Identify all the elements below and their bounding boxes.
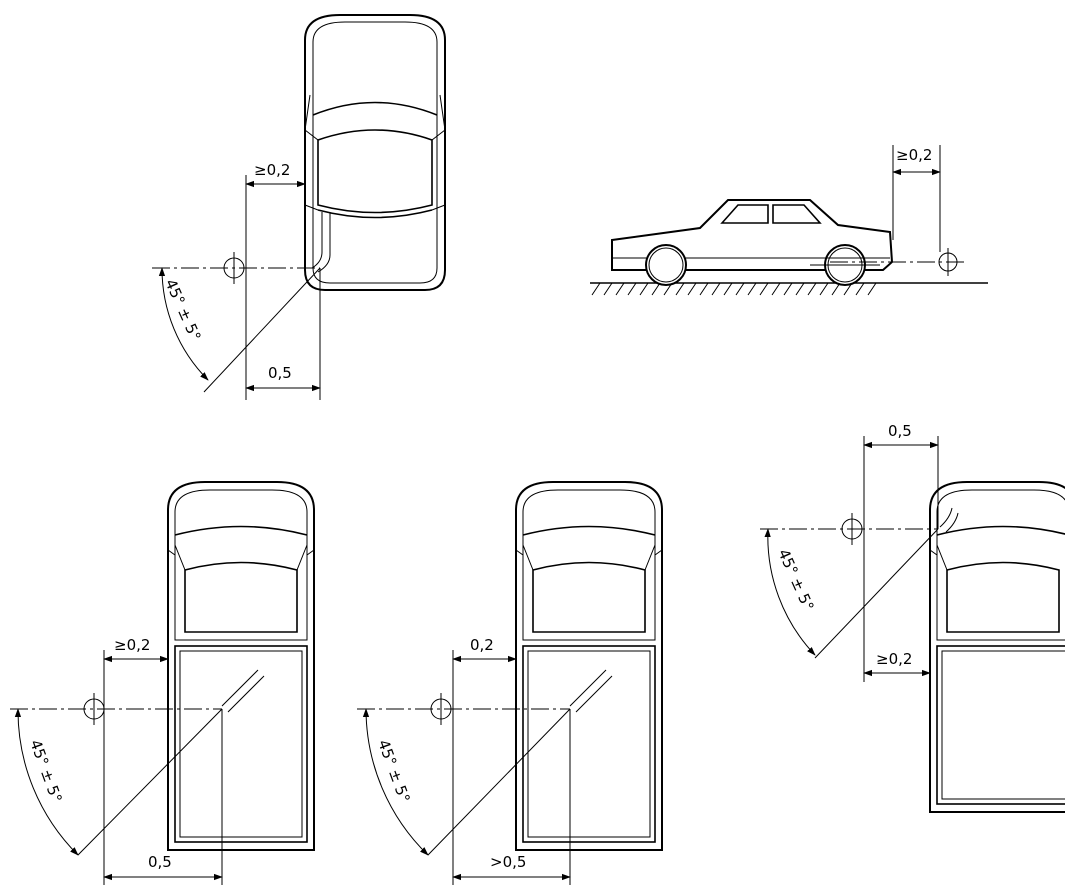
dimension-label: ≥0,2 (114, 636, 150, 654)
sedan-top-body (304, 14, 446, 291)
diagram-pickup-middle: 0,2 >0,5 45° ± 5° (357, 481, 663, 885)
dimension-label: >0,5 (490, 853, 526, 871)
ground (590, 282, 988, 296)
angle-line (77, 708, 223, 856)
angle-arc (764, 528, 816, 656)
angle-arc (362, 708, 429, 856)
pickup-body (515, 481, 663, 851)
dimension-label: 0,2 (470, 636, 494, 654)
diagram-sedan-top-view: ≥0,2 0,5 45° ± 5° (152, 14, 446, 400)
exhaust-pipe (939, 507, 959, 533)
exhaust-pipe (810, 257, 880, 266)
dimension-label: ≥0,2 (876, 650, 912, 668)
angle-label: 45° ± 5° (26, 737, 65, 805)
angle-arc (14, 708, 79, 856)
angle-arc (158, 267, 209, 381)
diagram-pickup-left: ≥0,2 0,5 45° ± 5° (10, 481, 315, 885)
dimension-label: ≥0,2 (896, 146, 932, 164)
pickup-body (167, 481, 315, 851)
dimension-label: 0,5 (888, 422, 912, 440)
angle-line (814, 528, 939, 659)
angle-label: 45° ± 5° (774, 546, 817, 613)
dimension-label: 0,5 (148, 853, 172, 871)
angle-line (203, 267, 321, 393)
diagram-pickup-right: 0,5 ≥0,2 45° ± 5° (760, 422, 1065, 813)
diagram-sedan-side-view: ≥0,2 (590, 145, 988, 296)
angle-label: 45° ± 5° (374, 737, 413, 805)
dimension-label: ≥0,2 (254, 161, 290, 179)
measurement-point-marker (938, 248, 958, 276)
pickup-body (929, 481, 1065, 813)
exhaust-pipe (569, 669, 613, 713)
angle-line (427, 708, 571, 856)
sedan-side-body (611, 199, 894, 286)
dimension-label: 0,5 (268, 364, 292, 382)
exhaust-pipe (221, 669, 265, 713)
